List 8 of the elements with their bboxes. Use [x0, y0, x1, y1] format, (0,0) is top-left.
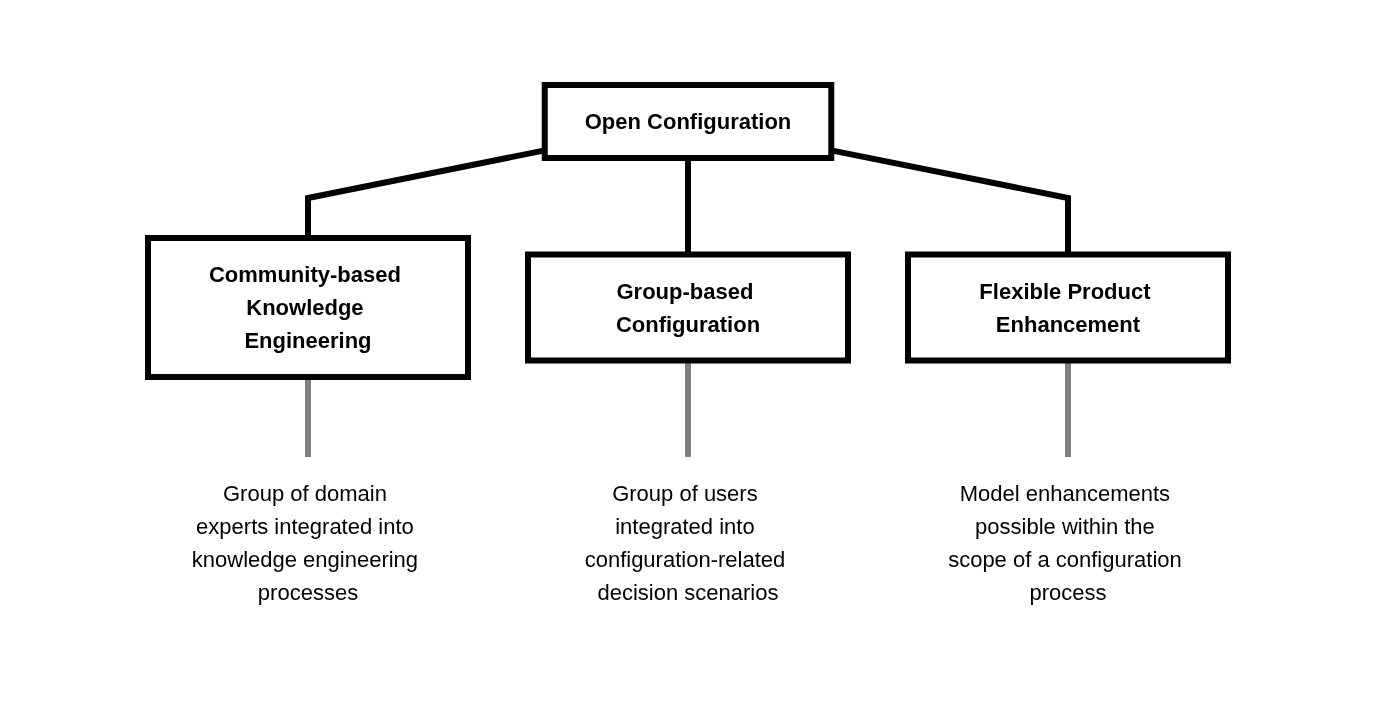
node-box: Community-based Knowledge Engineering — [144, 234, 471, 380]
node-box: Group-based Configuration — [524, 251, 851, 363]
node-box: Open Configuration — [541, 81, 834, 161]
node-box: Flexible Product Enhancement — [904, 251, 1231, 363]
connector — [304, 146, 545, 238]
node-text: Group of users integrated into configuration-related decision scenarios — [584, 480, 785, 605]
node-text: Group of domain experts integrated into knowledge engineering processes — [191, 480, 418, 605]
node-text: Model enhancements possible within the scope of a configuration process — [947, 480, 1182, 605]
